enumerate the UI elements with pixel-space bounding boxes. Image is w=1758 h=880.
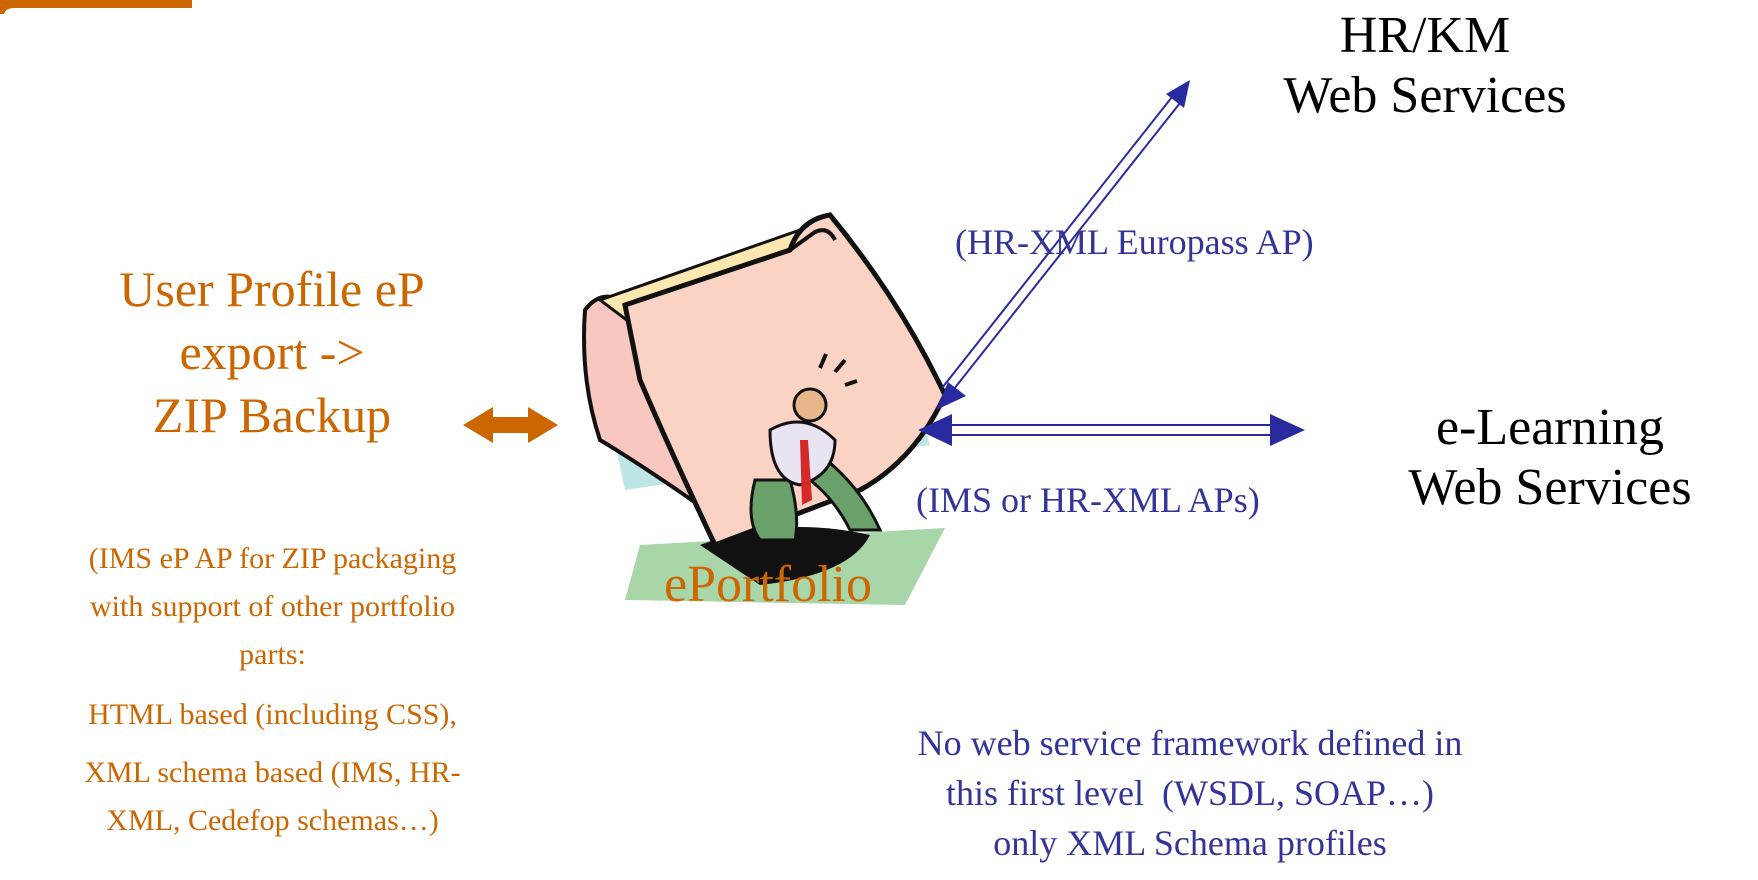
hrxml-europass-label: (HR-XML Europass AP): [955, 222, 1314, 262]
ims-note-line1: (IMS eP AP for ZIP packaging: [88, 542, 457, 575]
elearning-line2: Web Services: [1408, 458, 1692, 516]
orange-double-arrow: [463, 407, 558, 443]
person-carrying-folder-icon: [582, 212, 948, 605]
framework-note-line3: only XML Schema profiles: [993, 823, 1387, 863]
framework-note-line1: No web service framework defined in: [917, 723, 1463, 763]
ims-note-line3: parts:: [239, 638, 306, 671]
ims-note-line6: XML, Cedefop schemas…): [106, 804, 439, 837]
user-profile-line2: export ->: [179, 324, 365, 380]
ims-hrxml-label: (IMS or HR-XML APs): [916, 480, 1260, 520]
hrkm-arrow: [936, 80, 1190, 410]
ims-ep-note: (IMS eP AP for ZIP packaging with suppor…: [0, 535, 545, 845]
elearning-arrow: [918, 414, 1305, 446]
elearning-label: e-Learning Web Services: [1350, 398, 1750, 518]
ims-note-line2: with support of other portfolio: [90, 590, 455, 623]
ims-note-line5: XML schema based (IMS, HR-: [84, 756, 461, 789]
hrkm-line1: HR/KM: [1339, 7, 1511, 64]
framework-note: No web service framework defined in this…: [880, 718, 1500, 868]
user-profile-line3: ZIP Backup: [152, 387, 392, 443]
hrkm-line2: Web Services: [1283, 66, 1567, 124]
framework-note-line2: this first level (WSDL, SOAP…): [946, 773, 1434, 813]
elearning-line1: e-Learning: [1435, 399, 1665, 456]
corner-decoration: [0, 0, 192, 14]
hrkm-label: HR/KM Web Services: [1255, 6, 1595, 126]
eportfolio-label: ePortfolio: [664, 556, 872, 613]
user-profile-label: User Profile eP export -> ZIP Backup: [82, 258, 462, 447]
ims-note-line4: HTML based (including CSS),: [88, 698, 457, 731]
user-profile-line1: User Profile eP: [119, 261, 425, 317]
